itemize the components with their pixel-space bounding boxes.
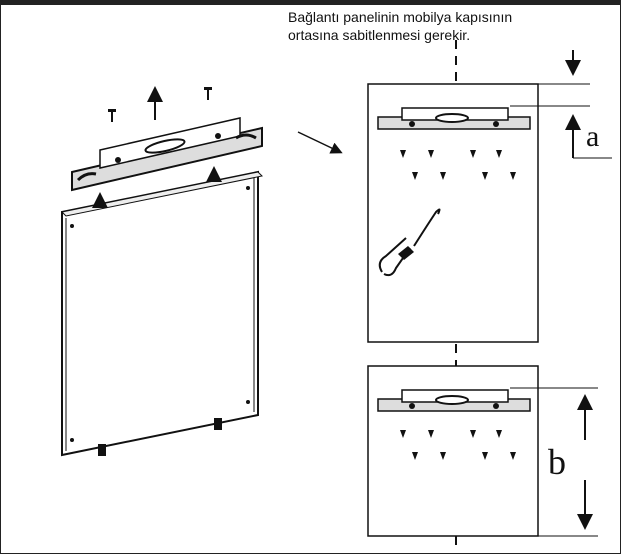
arrow-icon — [297, 131, 343, 154]
screwdriver-icon — [378, 208, 441, 277]
screw-icon — [400, 150, 516, 180]
dimension-a-label: a — [586, 120, 599, 153]
mounting-bracket-icon — [71, 117, 263, 192]
door-panel-top-right — [367, 83, 539, 343]
instruction-line-1: Bağlantı panelinin mobilya kapısının — [288, 9, 513, 25]
dimension-a: a — [510, 50, 612, 159]
dimension-b-label: b — [548, 442, 566, 482]
screw-icon — [108, 87, 212, 122]
instruction-line-2: ortasına sabitlenmesi gerekir. — [288, 27, 471, 43]
mounting-bracket-icon — [377, 107, 531, 130]
top-border — [0, 0, 621, 5]
door-panel-bottom-right — [367, 365, 539, 537]
instruction-caption: Bağlantı panelinin mobilya kapısının ort… — [288, 8, 608, 44]
screw-icon — [400, 430, 516, 460]
mounting-bracket-icon — [377, 389, 531, 412]
door-panel-left — [60, 170, 264, 457]
dimension-b: b — [510, 387, 598, 537]
